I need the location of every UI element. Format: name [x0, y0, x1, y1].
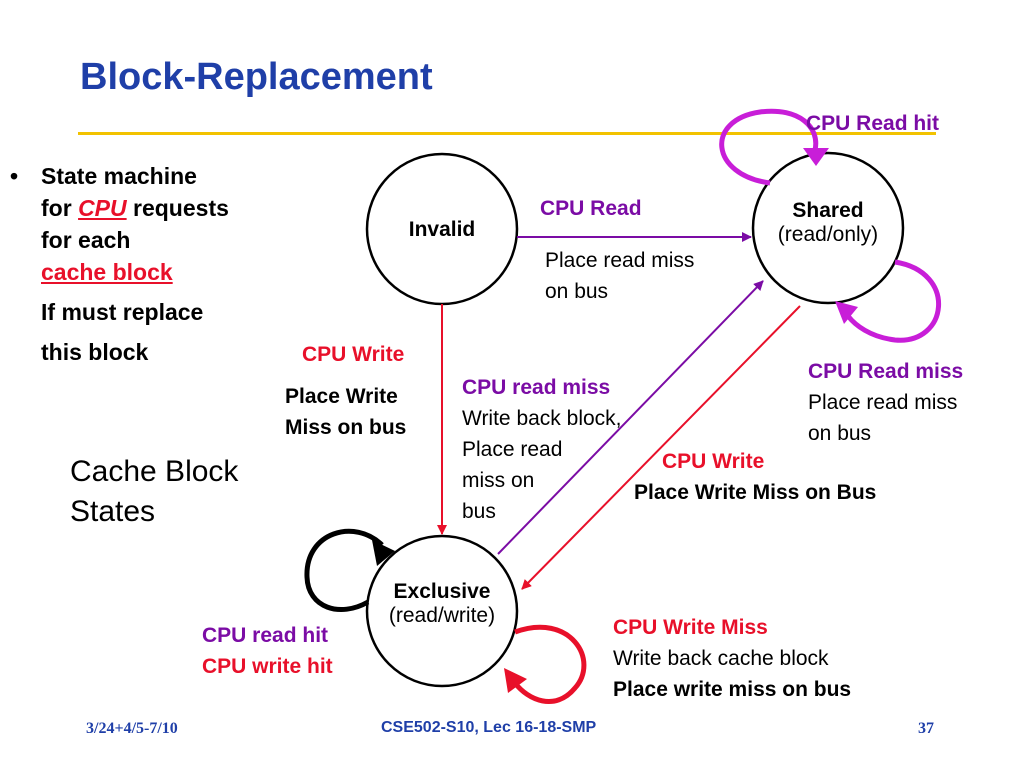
exclusive-to-shared-event: CPU read miss — [462, 376, 611, 399]
exclusive-write-hit-event: CPU write hit — [202, 655, 333, 678]
invalid-to-exclusive-event: CPU Write — [302, 343, 405, 366]
states-heading-line-2: States — [70, 495, 156, 528]
exclusive-state-sub: (read/write) — [388, 604, 496, 627]
shared-read-miss-label: CPU Read miss Place read miss on bus — [808, 356, 963, 449]
invalid-to-exclusive-action: Place Write Miss on bus — [285, 381, 406, 443]
requests-text: requests — [126, 195, 229, 221]
states-heading-line-1: Cache Block — [70, 455, 239, 488]
shared-read-miss-action-2: on bus — [808, 422, 872, 445]
shared-state-circle — [751, 151, 905, 305]
exclusive-state-label: Exclusive (read/write) — [367, 580, 517, 628]
exclusive-write-miss-arrowhead — [504, 668, 527, 693]
exclusive-write-miss-action-1: Write back cache block — [613, 647, 829, 670]
invalid-to-shared-event: CPU Read — [540, 197, 642, 220]
shared-read-miss-event: CPU Read miss — [808, 360, 964, 383]
shared-state-name: Shared — [792, 199, 864, 222]
invalid-state-label: Invalid — [408, 218, 476, 241]
exclusive-hits-arrowhead — [372, 540, 395, 566]
exclusive-to-shared-action-3: miss on — [462, 469, 535, 492]
bullet-symbol: • — [10, 163, 19, 189]
exclusive-state-name: Exclusive — [393, 580, 491, 603]
invalid-to-shared-action-1: Place read miss — [545, 249, 695, 272]
footer-page-number: 37 — [918, 720, 934, 737]
shared-read-miss-loop — [846, 259, 941, 343]
shared-read-hit-loop — [719, 108, 819, 186]
shared-state-label: Shared (read/only) — [753, 199, 903, 247]
invalid-to-shared-action-2: on bus — [545, 280, 609, 303]
shared-state-sub: (read/only) — [777, 223, 879, 246]
bullet-line-2: for CPU requests — [41, 192, 229, 224]
title-underline — [78, 132, 936, 135]
exclusive-hits-loop — [304, 528, 384, 613]
exclusive-read-hit-event: CPU read hit — [202, 624, 329, 647]
exclusive-hits-label: CPU read hit CPU write hit — [202, 620, 333, 682]
exclusive-to-shared-label: CPU read miss Write back block, Place re… — [462, 372, 622, 527]
exclusive-to-shared-action-2: Place read — [462, 438, 563, 461]
shared-read-hit-arrowhead — [803, 148, 829, 166]
bullet-line-5: If must replace — [41, 299, 204, 325]
shared-read-miss-arrowhead — [835, 301, 858, 324]
invalid-to-exclusive-action-1: Place Write — [285, 385, 398, 408]
for-text: for — [41, 195, 79, 221]
footer-date: 3/24+4/5-7/10 — [86, 720, 178, 737]
bullet-line-6: this block — [41, 339, 149, 365]
shared-read-hit-event: CPU Read hit — [806, 112, 940, 135]
shared-to-exclusive-event: CPU Write — [662, 450, 765, 473]
exclusive-to-shared-action-4: bus — [462, 500, 496, 523]
exclusive-write-miss-event: CPU Write Miss — [613, 616, 768, 639]
invalid-to-exclusive-action-2: Miss on bus — [285, 416, 407, 439]
footer-course: CSE502-S10, Lec 16-18-SMP — [381, 719, 597, 736]
cpu-emphasis: CPU — [78, 195, 127, 221]
exclusive-to-shared-action-1: Write back block, — [462, 407, 622, 430]
invalid-to-shared-action: Place read miss on bus — [545, 245, 694, 307]
exclusive-to-shared-arrow — [497, 280, 764, 555]
shared-read-miss-action-1: Place read miss — [808, 391, 958, 414]
states-heading: Cache Block States — [70, 452, 238, 532]
exclusive-write-miss-action-2: Place write miss on bus — [613, 678, 852, 701]
shared-to-exclusive-action: Place Write Miss on Bus — [634, 481, 877, 504]
bullet-line-3: for each — [41, 227, 131, 253]
bullet-line-1: State machine — [41, 163, 197, 189]
exclusive-state-circle — [365, 534, 519, 688]
slide-title: Block-Replacement — [80, 56, 433, 98]
exclusive-write-miss-label: CPU Write Miss Write back cache block Pl… — [613, 612, 851, 705]
shared-to-exclusive-arrow — [521, 305, 801, 590]
cache-block-emphasis: cache block — [41, 259, 173, 285]
exclusive-write-miss-loop — [513, 624, 587, 704]
